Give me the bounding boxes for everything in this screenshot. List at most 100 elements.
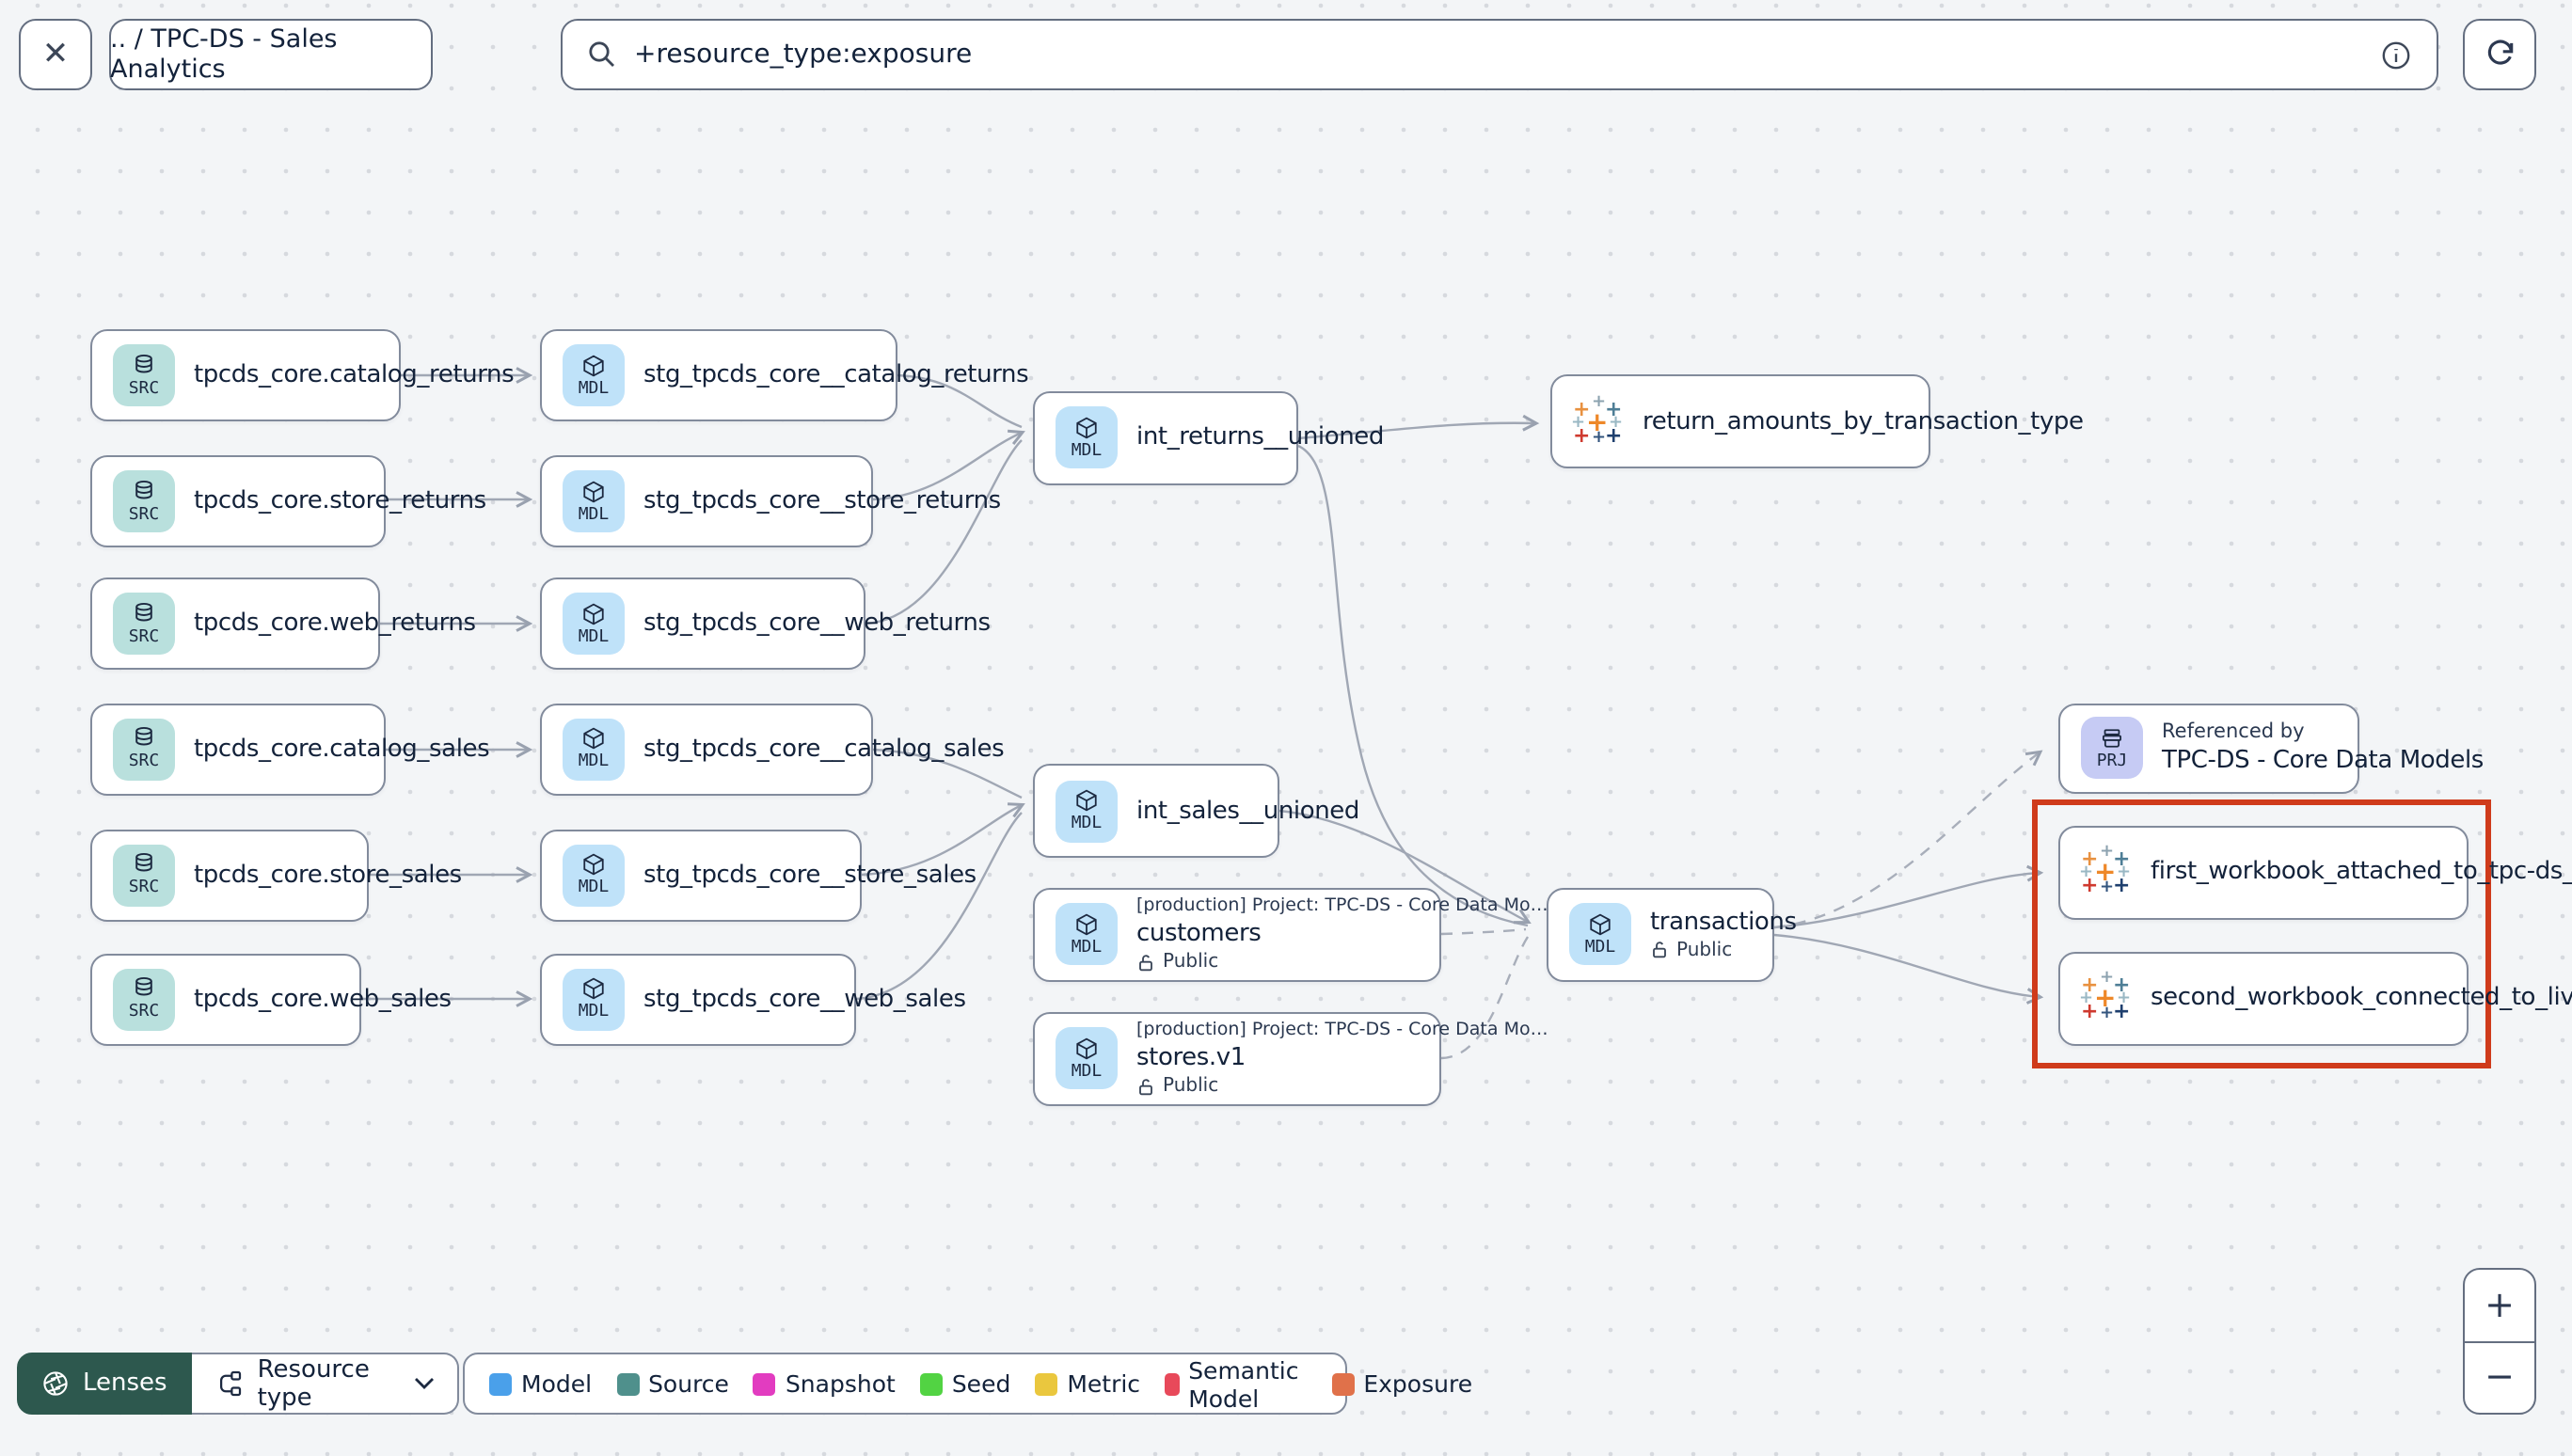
- lenses-label: Lenses: [83, 1369, 167, 1398]
- legend-item-snapshot: Snapshot: [753, 1369, 896, 1398]
- unlock-icon: [1139, 954, 1152, 971]
- node-model-stores-v1[interactable]: MDL [production] Project: TPC-DS - Core …: [1033, 1011, 1548, 1105]
- node-model-stg-catalog-returns[interactable]: MDL stg_tpcds_core__catalog_returns: [540, 329, 1029, 421]
- node-label: stg_tpcds_core__catalog_returns: [643, 361, 1029, 389]
- database-icon: [135, 601, 152, 621]
- resource-type-dropdown[interactable]: Resource type: [191, 1353, 459, 1415]
- node-label: stg_tpcds_core__store_sales: [643, 861, 976, 889]
- search-bar[interactable]: [561, 19, 2438, 90]
- legend-swatch-seed: [919, 1372, 943, 1395]
- node-label: stores.v1: [1136, 1044, 1246, 1072]
- source-badge: SRC: [113, 593, 175, 655]
- node-model-int-sales-unioned[interactable]: MDL int_sales__unioned: [1033, 764, 1359, 858]
- breadcrumb-label: .. / TPC-DS - Sales Analytics: [110, 24, 338, 85]
- legend-item-source: Source: [616, 1369, 729, 1398]
- node-project-referenced-by[interactable]: PRJ Referenced by TPC-DS - Core Data Mod…: [2058, 703, 2484, 793]
- node-model-customers[interactable]: MDL [production] Project: TPC-DS - Core …: [1033, 887, 1548, 981]
- resource-tree-icon: [219, 1370, 241, 1397]
- node-label: stg_tpcds_core__web_sales: [643, 985, 966, 1013]
- cube-icon: [583, 727, 604, 750]
- minus-icon: −: [2485, 1356, 2515, 1399]
- node-label: tpcds_core.web_sales: [194, 985, 452, 1013]
- node-source-store-returns[interactable]: SRC tpcds_core.store_returns: [90, 455, 486, 547]
- node-source-catalog-sales[interactable]: SRC tpcds_core.catalog_sales: [90, 703, 490, 795]
- source-badge: SRC: [113, 844, 175, 906]
- info-icon[interactable]: [2380, 39, 2412, 71]
- node-model-stg-web-returns[interactable]: MDL stg_tpcds_core__web_returns: [540, 578, 991, 670]
- node-exposure-first-workbook[interactable]: +++ +++ +++ first_workbook_attached_to_t…: [2058, 825, 2572, 919]
- cube-icon: [1590, 912, 1611, 935]
- legend-swatch-exposure: [1331, 1372, 1355, 1395]
- model-badge: MDL: [563, 718, 625, 780]
- resource-type-legend: Model Source Snapshot Seed Metric Semant…: [463, 1353, 1472, 1415]
- legend-item-exposure: Exposure: [1331, 1369, 1472, 1398]
- node-source-catalog-returns[interactable]: SRC tpcds_core.catalog_returns: [90, 329, 515, 421]
- zoom-in-button[interactable]: +: [2465, 1270, 2534, 1342]
- node-label: int_returns__unioned: [1136, 423, 1385, 451]
- cube-icon: [583, 354, 604, 376]
- aperture-icon: [43, 1371, 68, 1396]
- tableau-icon: +++ +++ +++: [2079, 843, 2132, 897]
- refresh-button[interactable]: [2463, 19, 2536, 90]
- node-label: second_workbook_connected_to_live…: [2151, 984, 2572, 1012]
- legend-item-model: Model: [489, 1369, 592, 1398]
- legend-swatch-semantic-model: [1165, 1372, 1180, 1395]
- node-label: first_workbook_attached_to_tpc-ds_-_…: [2151, 858, 2572, 886]
- model-badge: MDL: [563, 968, 625, 1030]
- node-source-store-sales[interactable]: SRC tpcds_core.store_sales: [90, 829, 462, 921]
- node-exposure-return-amounts[interactable]: +++ +++ +++ return_amounts_by_transactio…: [1550, 374, 2084, 468]
- legend-swatch-source: [616, 1372, 640, 1395]
- node-label: stg_tpcds_core__web_returns: [643, 609, 991, 638]
- database-icon: [135, 976, 152, 996]
- refresh-icon: [2486, 40, 2513, 65]
- node-label: int_sales__unioned: [1136, 797, 1360, 825]
- node-source-web-sales[interactable]: SRC tpcds_core.web_sales: [90, 953, 452, 1045]
- access-label: Public: [1163, 1076, 1219, 1097]
- cube-icon: [583, 977, 604, 1000]
- model-badge: MDL: [563, 470, 625, 532]
- node-model-transactions[interactable]: MDL transactions Public: [1547, 887, 1797, 981]
- zoom-out-button[interactable]: −: [2465, 1342, 2534, 1413]
- node-label: stg_tpcds_core__store_returns: [643, 487, 1001, 515]
- chevron-down-icon: [414, 1378, 434, 1389]
- search-icon: [589, 41, 614, 67]
- breadcrumb[interactable]: .. / TPC-DS - Sales Analytics: [108, 19, 432, 90]
- model-badge: MDL: [1056, 780, 1118, 842]
- cube-icon: [1076, 416, 1097, 438]
- node-project-line: [production] Project: TPC-DS - Core Data…: [1136, 895, 1548, 916]
- model-badge: MDL: [1056, 1027, 1118, 1089]
- node-source-web-returns[interactable]: SRC tpcds_core.web_returns: [90, 578, 476, 670]
- node-label: tpcds_core.store_returns: [194, 487, 486, 515]
- node-model-stg-web-sales[interactable]: MDL stg_tpcds_core__web_sales: [540, 953, 966, 1045]
- access-label: Public: [1676, 940, 1733, 960]
- database-icon: [135, 479, 152, 499]
- model-badge: MDL: [1056, 406, 1118, 468]
- source-badge: SRC: [113, 470, 175, 532]
- database-icon: [135, 852, 152, 872]
- model-badge: MDL: [563, 344, 625, 406]
- zoom-control: + −: [2463, 1268, 2536, 1415]
- source-badge: SRC: [113, 344, 175, 406]
- legend-swatch-snapshot: [753, 1372, 776, 1395]
- node-exposure-second-workbook[interactable]: +++ +++ +++ second_workbook_connected_to…: [2058, 951, 2572, 1045]
- search-input[interactable]: [634, 40, 2363, 70]
- node-model-stg-catalog-sales[interactable]: MDL stg_tpcds_core__catalog_sales: [540, 703, 1005, 795]
- legend-item-seed: Seed: [919, 1369, 1010, 1398]
- model-badge: MDL: [1056, 903, 1118, 965]
- database-icon: [135, 353, 152, 372]
- cube-icon: [1076, 789, 1097, 812]
- archive-box-icon: [2103, 728, 2121, 747]
- cube-icon: [1076, 1037, 1097, 1059]
- lenses-button[interactable]: Lenses: [17, 1353, 192, 1415]
- cube-icon: [583, 602, 604, 625]
- node-model-stg-store-sales[interactable]: MDL stg_tpcds_core__store_sales: [540, 829, 976, 921]
- model-badge: MDL: [563, 844, 625, 906]
- node-label: tpcds_core.catalog_sales: [194, 735, 490, 763]
- close-icon: ✕: [41, 36, 70, 73]
- node-label: tpcds_core.web_returns: [194, 609, 476, 638]
- close-button[interactable]: ✕: [19, 19, 92, 90]
- legend-swatch-metric: [1035, 1372, 1058, 1395]
- node-model-stg-store-returns[interactable]: MDL stg_tpcds_core__store_returns: [540, 455, 1001, 547]
- node-model-int-returns-unioned[interactable]: MDL int_returns__unioned: [1033, 390, 1384, 484]
